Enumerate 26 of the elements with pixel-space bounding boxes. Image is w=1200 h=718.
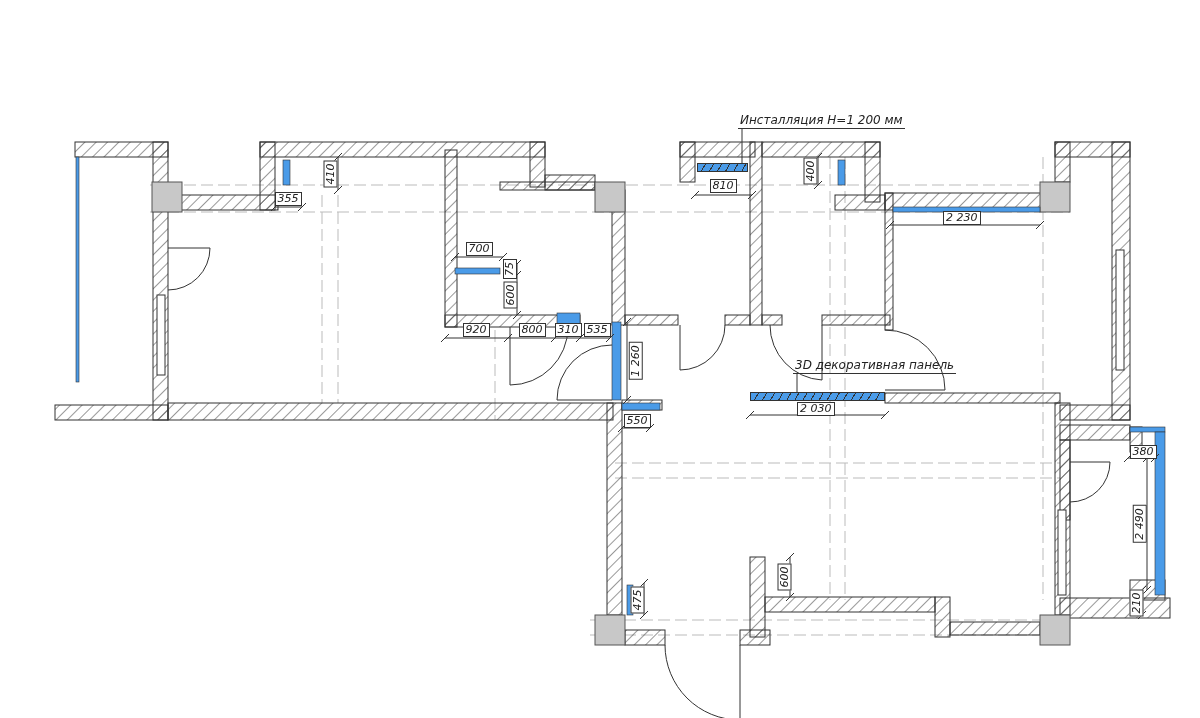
dimension-label: 310: [554, 323, 582, 337]
wall-panel: [697, 163, 748, 172]
dimension-label: 2 490: [1132, 505, 1147, 543]
leader-line: [796, 373, 798, 393]
dimension-label: 550: [623, 414, 651, 428]
wall-panel: [750, 392, 885, 401]
dimension-label: 400: [803, 157, 817, 185]
leader-line: [741, 128, 743, 164]
dimension-label: 600: [503, 281, 517, 309]
dimension-label: 600: [777, 563, 791, 591]
dimension-label: 475: [630, 586, 644, 614]
dimension-label: 700: [465, 242, 493, 256]
dimension-label: 535: [583, 323, 611, 337]
dimension-label: 380: [1129, 445, 1157, 459]
dimension-label: 75: [503, 259, 517, 279]
dimension-label: 410: [323, 160, 337, 188]
dimension-label: 810: [709, 179, 737, 193]
leader-note: 3D декоративная панель: [793, 358, 957, 374]
dimension-label: 355: [274, 192, 302, 206]
dimension-label: 210: [1129, 589, 1143, 617]
leader-note: Инсталляция H=1 200 мм: [738, 113, 905, 129]
dimension-label: 920: [462, 323, 490, 337]
dimension-label: 2 030: [797, 402, 835, 416]
dimension-label: 1 260: [628, 342, 643, 380]
dimension-label: 800: [518, 323, 546, 337]
dimension-label: 2 230: [943, 211, 981, 225]
